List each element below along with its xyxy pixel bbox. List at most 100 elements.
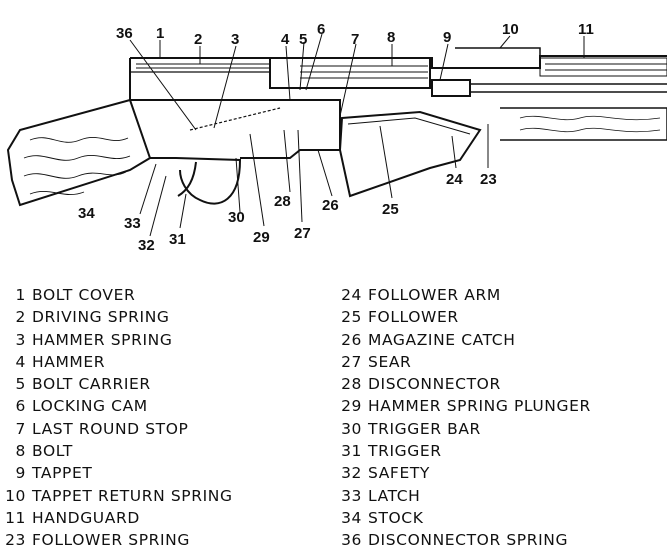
handguard — [539, 57, 667, 77]
legend-number: 25 — [341, 308, 362, 327]
legend-number: 29 — [341, 397, 362, 416]
callout-1: 1 — [156, 25, 164, 42]
rifle-cutaway-diagram: 36 1 2 3 4 5 6 7 8 9 10 11 23 24 25 26 2… — [6, 21, 667, 254]
legend-item: 25 FOLLOWER — [340, 306, 591, 328]
callout-4: 4 — [281, 31, 290, 48]
stock — [6, 98, 152, 207]
legend-item: 6 LOCKING CAM — [4, 395, 233, 417]
callout-24: 24 — [446, 171, 463, 188]
legend-number: 27 — [341, 352, 362, 371]
legend-number: 3 — [15, 330, 26, 349]
trigger-housing — [150, 99, 341, 159]
callout-29: 29 — [253, 229, 270, 246]
legend-item: 3 HAMMER SPRING — [4, 329, 233, 351]
legend-number: 5 — [15, 375, 26, 394]
tappet — [431, 79, 471, 97]
callout-25: 25 — [382, 201, 399, 218]
bolt-carrier — [269, 57, 431, 89]
callout-10: 10 — [502, 21, 519, 38]
legend-number: 33 — [341, 486, 362, 505]
legend-number: 23 — [5, 531, 26, 550]
legend-label: TRIGGER — [368, 442, 442, 461]
legend-number: 2 — [15, 308, 26, 327]
legend-number: 31 — [341, 442, 362, 461]
legend-label: LAST ROUND STOP — [32, 419, 189, 438]
leader-lines — [129, 33, 585, 237]
legend-number: 28 — [341, 375, 362, 394]
legend-number: 24 — [341, 286, 362, 304]
callout-26: 26 — [322, 197, 339, 214]
legend-item: 8 BOLT — [4, 440, 233, 462]
callout-31: 31 — [169, 231, 186, 248]
legend-item: 27 SEAR — [340, 351, 591, 373]
legend-number: 36 — [341, 531, 362, 550]
trigger-guard — [150, 157, 242, 205]
legend-label: BOLT — [32, 442, 73, 461]
callout-labels: 36 1 2 3 4 5 6 7 8 9 10 11 23 24 25 26 2… — [78, 21, 594, 254]
legend-label: LOCKING CAM — [32, 397, 148, 416]
legend-label: HAMMER SPRING PLUNGER — [368, 397, 591, 416]
hammer-spring — [189, 107, 281, 131]
legend-label: DISCONNECTOR SPRING — [368, 531, 569, 550]
legend-number: 11 — [5, 508, 26, 527]
legend-label: BOLT CARRIER — [32, 375, 151, 394]
legend-item: 11 HANDGUARD — [4, 507, 233, 529]
callout-36: 36 — [116, 25, 133, 42]
callout-2: 2 — [194, 31, 202, 48]
legend-item: 28 DISCONNECTOR — [340, 373, 591, 395]
callout-7: 7 — [351, 31, 359, 48]
legend-label: SEAR — [368, 352, 412, 371]
callout-27: 27 — [294, 225, 311, 242]
legend-label: HAMMER — [32, 352, 106, 371]
legend-label: DISCONNECTOR — [368, 375, 501, 394]
callout-11: 11 — [578, 21, 594, 38]
legend-number: 34 — [341, 508, 362, 527]
legend-item: 4 HAMMER — [4, 351, 233, 373]
legend-label: BOLT COVER — [32, 286, 136, 304]
callout-32: 32 — [138, 237, 155, 254]
callout-6: 6 — [317, 21, 325, 38]
legend-label: HAMMER SPRING — [32, 330, 173, 349]
legend-number: 6 — [15, 397, 26, 416]
trigger — [177, 161, 197, 197]
barrel — [470, 83, 667, 93]
legend-label: SAFETY — [368, 464, 430, 483]
legend-label: FOLLOWER ARM — [368, 286, 501, 304]
driving-spring — [136, 63, 270, 69]
stock-grain — [23, 136, 131, 196]
legend-item: 24 FOLLOWER ARM — [340, 284, 591, 306]
callout-33: 33 — [124, 215, 141, 232]
legend-number: 32 — [341, 464, 362, 483]
callout-34: 34 — [78, 205, 95, 222]
callout-8: 8 — [387, 29, 395, 46]
forend — [500, 107, 667, 141]
callout-9: 9 — [443, 29, 451, 46]
legend-item: 32 SAFETY — [340, 462, 591, 484]
legend-item: 31 TRIGGER — [340, 440, 591, 462]
legend-number: 8 — [15, 442, 26, 461]
legend-number: 30 — [341, 419, 362, 438]
legend-label: HANDGUARD — [32, 508, 140, 527]
callout-5: 5 — [299, 31, 307, 48]
legend-item: 33 LATCH — [340, 485, 591, 507]
callout-23: 23 — [480, 171, 497, 188]
legend-item: 2 DRIVING SPRING — [4, 306, 233, 328]
legend-label: TRIGGER BAR — [368, 419, 481, 438]
legend-label: LATCH — [368, 486, 421, 505]
callout-28: 28 — [274, 193, 291, 210]
legend-label: FOLLOWER — [368, 308, 459, 327]
legend-item: 5 BOLT CARRIER — [4, 373, 233, 395]
legend-number: 4 — [15, 352, 26, 371]
legend-label: DRIVING SPRING — [32, 308, 170, 327]
callout-3: 3 — [231, 31, 239, 48]
callout-30: 30 — [228, 209, 245, 226]
legend-number: 26 — [341, 330, 362, 349]
legend-label: TAPPET RETURN SPRING — [32, 486, 233, 505]
